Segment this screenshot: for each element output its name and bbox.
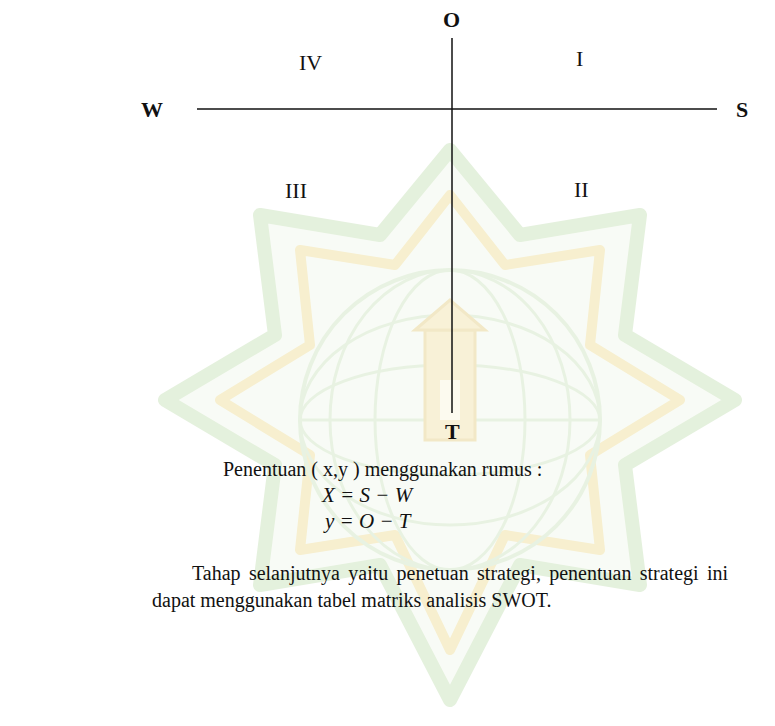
axis-label: O <box>443 8 460 32</box>
quadrant-number: IV <box>299 51 322 75</box>
paragraph: Tahap selanjutnya yaitu penetuan strateg… <box>152 560 728 614</box>
formula: y = O − T <box>325 510 411 533</box>
quadrant-number: III <box>285 179 307 203</box>
axis-label: T <box>445 420 460 444</box>
formula: X = S − W <box>322 484 412 507</box>
axis-label: S <box>736 98 748 122</box>
axis-label: W <box>141 98 163 122</box>
quadrant-number: II <box>574 178 589 202</box>
watermark-logo <box>165 150 735 700</box>
formula-intro: Penentuan ( x,y ) menggunakan rumus : <box>223 458 542 480</box>
swot-axes <box>197 38 717 413</box>
quadrant-number: I <box>576 47 583 71</box>
